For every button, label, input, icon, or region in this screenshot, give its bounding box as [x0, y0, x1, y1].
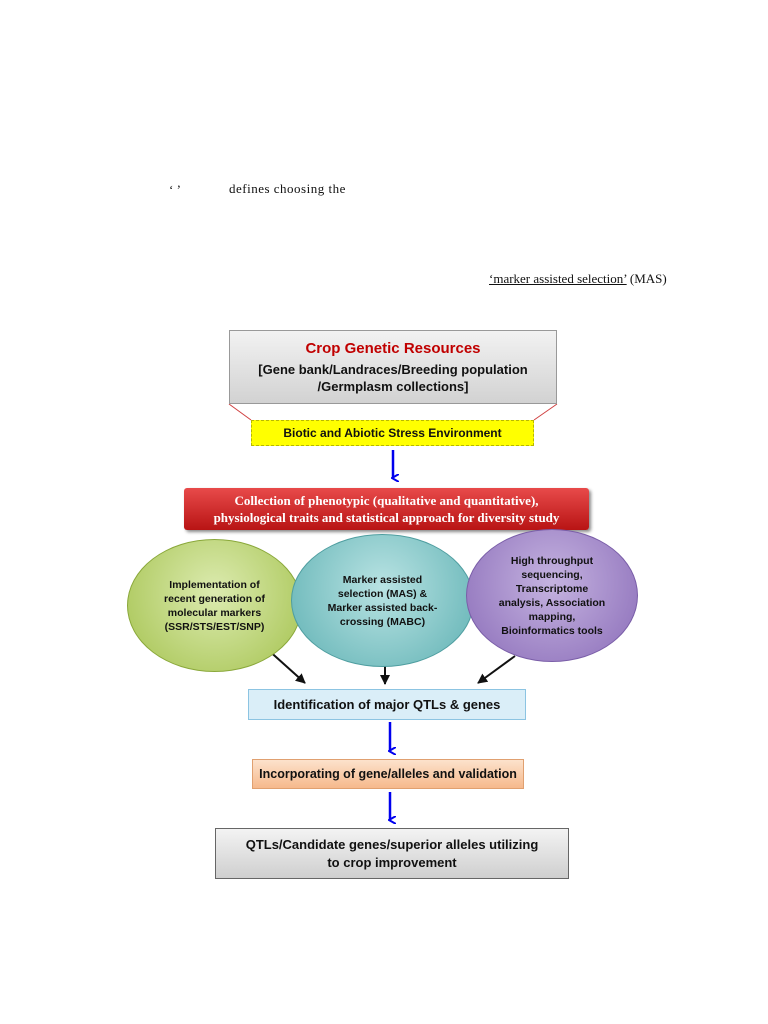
ellipse-mas-line: Marker assisted [342, 573, 423, 586]
crop-resources-line1: [Gene bank/Landraces/Breeding population [258, 361, 528, 377]
callout-line-right [533, 403, 558, 421]
ellipse-markers-line: (SSR/STS/EST/SNP) [164, 620, 265, 633]
marker-assisted-selection-ellipse: Marker assisted selection (MAS) & Marker… [291, 534, 474, 667]
incorporating-label: Incorporating of gene/alleles and valida… [259, 767, 517, 781]
crop-resources-line2: /Germplasm collections] [317, 378, 469, 394]
ellipse-hts-line: analysis, Association [498, 596, 606, 609]
molecular-markers-ellipse: Implementation of recent generation of m… [127, 539, 302, 672]
callout-line-left [228, 403, 252, 421]
ellipse-mas-line: selection (MAS) & [337, 587, 428, 600]
ellipse-hts-line: Transcriptome [515, 582, 589, 595]
crop-improvement-box: QTLs/Candidate genes/superior alleles ut… [215, 828, 569, 879]
quote-marks: ‘ ’ [169, 182, 181, 197]
crop-improvement-line1: QTLs/Candidate genes/superior alleles ut… [245, 836, 539, 852]
ellipse-markers-line: recent generation of [164, 592, 265, 605]
crop-improvement-line2: to crop improvement [327, 854, 457, 870]
ellipse-hts-line: sequencing, [521, 568, 583, 581]
high-throughput-ellipse: High throughput sequencing, Transcriptom… [466, 529, 638, 662]
phenotypic-line1: Collection of phenotypic (qualitative an… [234, 493, 539, 508]
incorporating-box: Incorporating of gene/alleles and valida… [252, 759, 524, 789]
ellipse-markers-line: molecular markers [167, 606, 262, 619]
mas-term: ‘marker assisted selection’ [489, 271, 627, 286]
phenotypic-line2: physiological traits and statistical app… [213, 510, 560, 525]
crop-genetic-resources-title: Crop Genetic Resources [305, 339, 481, 357]
stress-environment-label: Biotic and Abiotic Stress Environment [283, 426, 502, 440]
ellipse-markers-line: Implementation of [169, 578, 260, 591]
ellipse-mas-line: Marker assisted back- [327, 601, 438, 614]
ellipse-hts-line: Bioinformatics tools [501, 624, 603, 637]
qtl-identification-box: Identification of major QTLs & genes [248, 689, 526, 720]
phenotypic-collection-box: Collection of phenotypic (qualitative an… [184, 488, 589, 530]
crop-genetic-resources-box: Crop Genetic Resources [Gene bank/Landra… [229, 330, 557, 404]
ellipse-hts-line: High throughput [510, 554, 594, 567]
arrow-hts-to-qtl [477, 655, 516, 684]
ellipse-hts-line: mapping, [528, 610, 576, 623]
stress-environment-box: Biotic and Abiotic Stress Environment [251, 420, 534, 446]
qtl-identification-label: Identification of major QTLs & genes [273, 697, 501, 712]
defines-text: defines choosing the [229, 181, 346, 196]
ellipse-mas-line: crossing (MABC) [339, 615, 426, 628]
mas-term-line: ‘marker assisted selection’ (MAS) [489, 271, 667, 287]
mas-abbrev: (MAS) [626, 271, 667, 286]
